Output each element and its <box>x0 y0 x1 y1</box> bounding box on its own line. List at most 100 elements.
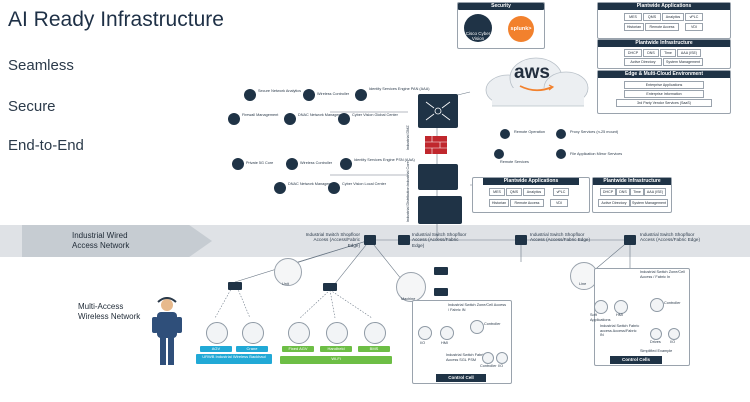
aws-logo: aws <box>514 62 550 83</box>
hmi-2-icon <box>614 300 628 314</box>
chip-vplc: vPLC <box>685 13 703 21</box>
access-point-icon <box>434 267 448 275</box>
file-mirror-icon <box>556 149 566 159</box>
dist-service-label: Private 5G Core <box>246 161 274 165</box>
chip-analytics: Analytics <box>662 13 684 21</box>
bms-label: BMS <box>358 346 390 352</box>
remote-service-label: Proxy Services (n-25 mount) <box>570 130 619 134</box>
access-point-icon <box>323 283 337 291</box>
handheld-icon <box>326 322 348 344</box>
industrial-distribution-switch <box>418 196 462 224</box>
chip-active-directory: Active Directory <box>624 58 662 66</box>
core-service-label: DNAC Network Management <box>298 113 347 117</box>
cyber-vision-center-icon <box>338 113 350 125</box>
unit-label: Unit <box>282 282 289 286</box>
core-service-label: Firewall Management <box>242 113 279 117</box>
hmi-2-label: HMI <box>616 313 623 317</box>
worker-icon <box>152 297 182 365</box>
proxy-services-icon <box>556 129 566 139</box>
edge-cloud-panel: Edge & Multi-Cloud Environment Enterpris… <box>597 70 731 114</box>
remote-service-label: Remote Operation <box>514 130 546 134</box>
network-analytics-icon <box>244 89 256 101</box>
chip-vdi: VDI <box>550 199 568 207</box>
access-point-icon <box>434 288 448 296</box>
fixed-agv-label: Fixed AGV <box>282 346 314 352</box>
soft-app-label: Soft Applications <box>590 313 611 322</box>
industrial-core-switch <box>418 164 458 190</box>
chip-system-management: System Management <box>630 199 668 207</box>
chip-enterprise-info: Enterprise Information <box>624 90 704 98</box>
firewall-management-icon <box>228 113 240 125</box>
controller-icon <box>470 320 484 334</box>
remote-operation-icon <box>500 129 510 139</box>
firewall-icon <box>425 136 447 154</box>
shopfloor-switch-2-label: Industrial Switch Shopfloor Access (Acce… <box>412 232 467 248</box>
control-cells-switch-label: Industrial Switch Zone/Cell Access / Fab… <box>640 270 685 279</box>
edge-cloud-title: Edge & Multi-Cloud Environment <box>598 71 730 78</box>
dnac-dist-icon <box>274 182 286 194</box>
chip-vplc: vPLC <box>553 188 569 196</box>
cyber-vision-icon <box>464 14 492 42</box>
crane-icon <box>242 322 264 344</box>
security-panel-title: Security <box>458 3 544 10</box>
chip-active-directory: Active Directory <box>598 199 630 207</box>
control-cell-title: Control Cell <box>436 374 486 382</box>
chip-vendor-services: 3rd Party Vendor Services (SaaS) <box>616 99 712 107</box>
page-title: AI Ready Infrastructure <box>8 8 224 31</box>
drives-label: Drives <box>650 340 661 344</box>
chip-time: Time <box>630 188 644 196</box>
plantwide-apps-mid-title: Plantwide Applications <box>483 178 579 185</box>
hmi-label: HMI <box>441 341 448 345</box>
machine-icon <box>396 272 426 302</box>
chip-remote-access: Remote Access <box>645 23 679 31</box>
chip-remote-access: Remote Access <box>510 199 544 207</box>
fixed-agv-icon <box>288 322 310 344</box>
dist-service-label: Wireless Controller <box>300 161 333 165</box>
subtitle-secure: Secure <box>8 98 56 115</box>
ise-pan-icon <box>355 89 367 101</box>
unit-icon <box>274 258 302 286</box>
remote-services-icon <box>494 149 504 159</box>
core-service-label: Identity Services Engine PAN (AAA) <box>369 87 430 91</box>
core-switch-stack <box>418 94 458 128</box>
crane-label: Crane <box>236 346 268 352</box>
industrial-core-label: Industrial Core <box>406 161 410 186</box>
control-cells-box <box>594 268 690 366</box>
io-bottom-icon <box>496 352 508 364</box>
agv-label: AGV <box>200 346 232 352</box>
io-bottom-label: I/O <box>498 364 504 368</box>
line-label: Line <box>579 282 587 286</box>
plantwide-apps-top-panel: Plantwide Applications MES QMS Analytics… <box>597 2 731 39</box>
io-2-label: I/O <box>670 340 676 344</box>
io-label: I/O <box>420 341 426 345</box>
chip-mes: MES <box>624 13 642 21</box>
wifi-banner: Wi-Fi <box>280 356 392 364</box>
shopfloor-switch-3-icon <box>515 235 527 245</box>
remote-service-label: Remote Services <box>500 160 529 164</box>
chip-qms: QMS <box>643 13 661 21</box>
dnac-icon <box>284 113 296 125</box>
chip-dhcp: DHCP <box>600 188 616 196</box>
agv-icon <box>206 322 228 344</box>
wireless-controller-icon <box>303 89 315 101</box>
chip-system-management: System Management <box>663 58 703 66</box>
urwb-banner: URWB Industrial Wireless Backhaul <box>196 354 272 364</box>
dist-service-label: Cyber Vision Local Center <box>342 182 387 186</box>
shopfloor-switch-1-label: Industrial Switch Shopfloor Access (Acce… <box>305 232 360 248</box>
control-cells-title: Control Cells <box>610 356 662 364</box>
io-2-icon <box>668 328 680 340</box>
core-switch-icon <box>425 101 451 121</box>
plantwide-apps-top-title: Plantwide Applications <box>598 3 730 10</box>
core-service-label: Wireless Controller <box>317 92 350 96</box>
controller-2-icon <box>650 298 664 312</box>
splunk-icon <box>508 16 534 42</box>
controller-bottom-icon <box>482 352 494 364</box>
controller-label: Controller <box>484 322 501 326</box>
fabric-access-label: Industrial Switch Fabric access Access/F… <box>600 324 640 338</box>
cyber-vision-label: Cisco Cyber Vision <box>465 31 491 41</box>
chip-dns: DNS <box>643 49 659 57</box>
plantwide-infra-mid-title: Plantwide Infrastructure <box>593 178 671 185</box>
machine-label: Machine <box>401 297 416 301</box>
private-5g-icon <box>232 158 244 170</box>
